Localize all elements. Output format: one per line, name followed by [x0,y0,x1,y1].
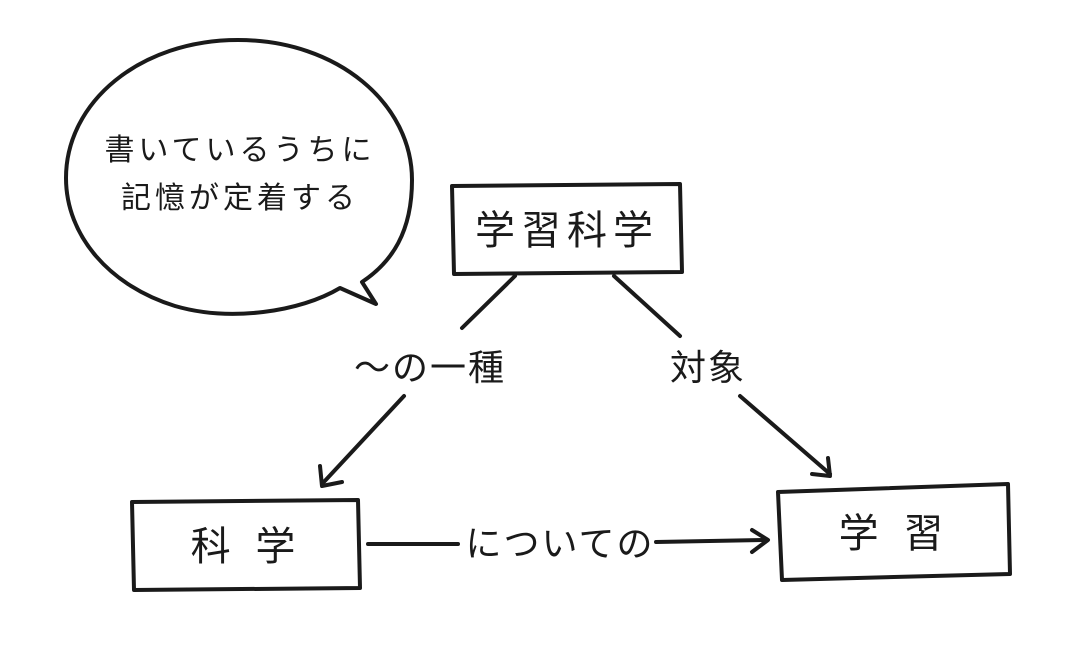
speech-bubble: 書いているうちに 記憶が定着する [64,38,414,316]
edge-object-line-upper [612,274,682,338]
node-science-label: 科 学 [191,524,302,570]
edge-object-label: 対象 [670,348,746,389]
speech-bubble-line-2: 記憶が定着する [121,181,359,216]
node-learning-label: 学 習 [839,511,950,557]
edge-about-arrowhead [750,528,770,554]
edge-kind-of: 〜の一種 [318,274,517,488]
edge-kind-of-line-upper [460,274,517,330]
edge-kind-of-line-lower [320,394,406,486]
node-learning-science-box [450,182,684,276]
edge-kind-of-arrowhead [318,464,344,488]
node-learning-science-label: 学習科学 [475,208,659,254]
edge-about-line-right [654,538,768,544]
edge-about-label: についての [466,524,655,565]
edge-object: 対象 [612,274,832,478]
node-science: 科 学 [130,498,362,592]
node-learning-science: 学習科学 [450,182,684,276]
node-learning-box [776,482,1012,582]
edge-object-line-lower [738,394,832,476]
node-learning: 学 習 [776,482,1012,582]
speech-bubble-line-1: 書いているうちに [104,133,375,168]
speech-bubble-outline [64,38,414,316]
edge-object-arrowhead [810,456,832,478]
node-science-box [130,498,362,592]
edge-kind-of-label: 〜の一種 [354,348,506,389]
edge-about: についての [366,524,770,565]
